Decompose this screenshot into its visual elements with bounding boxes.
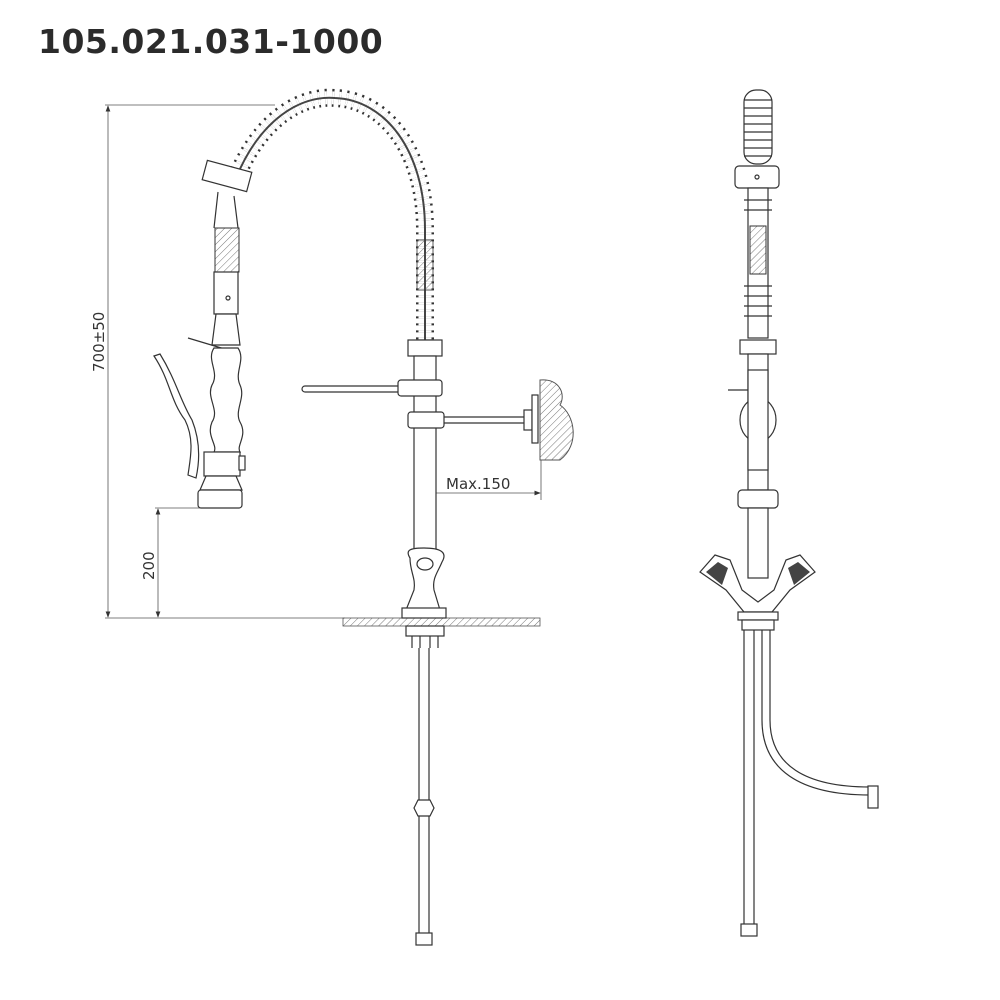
spout-height-label: 200 bbox=[140, 551, 158, 580]
pre-rinse-spray-head bbox=[153, 159, 253, 509]
wall-section bbox=[539, 379, 574, 461]
dimension-wall-distance: Max.150 bbox=[426, 430, 542, 500]
countertop bbox=[342, 617, 541, 627]
dimension-spout-height: 200 bbox=[140, 507, 205, 618]
wall-distance-label: Max.150 bbox=[446, 475, 510, 493]
side-view bbox=[699, 89, 879, 937]
dimension-total-height: 700±50 bbox=[90, 104, 345, 619]
faucet-column bbox=[301, 339, 574, 946]
spring-coil bbox=[227, 88, 434, 340]
total-height-label: 700±50 bbox=[90, 312, 108, 372]
drawing-title: 105.021.031-1000 bbox=[38, 22, 384, 61]
